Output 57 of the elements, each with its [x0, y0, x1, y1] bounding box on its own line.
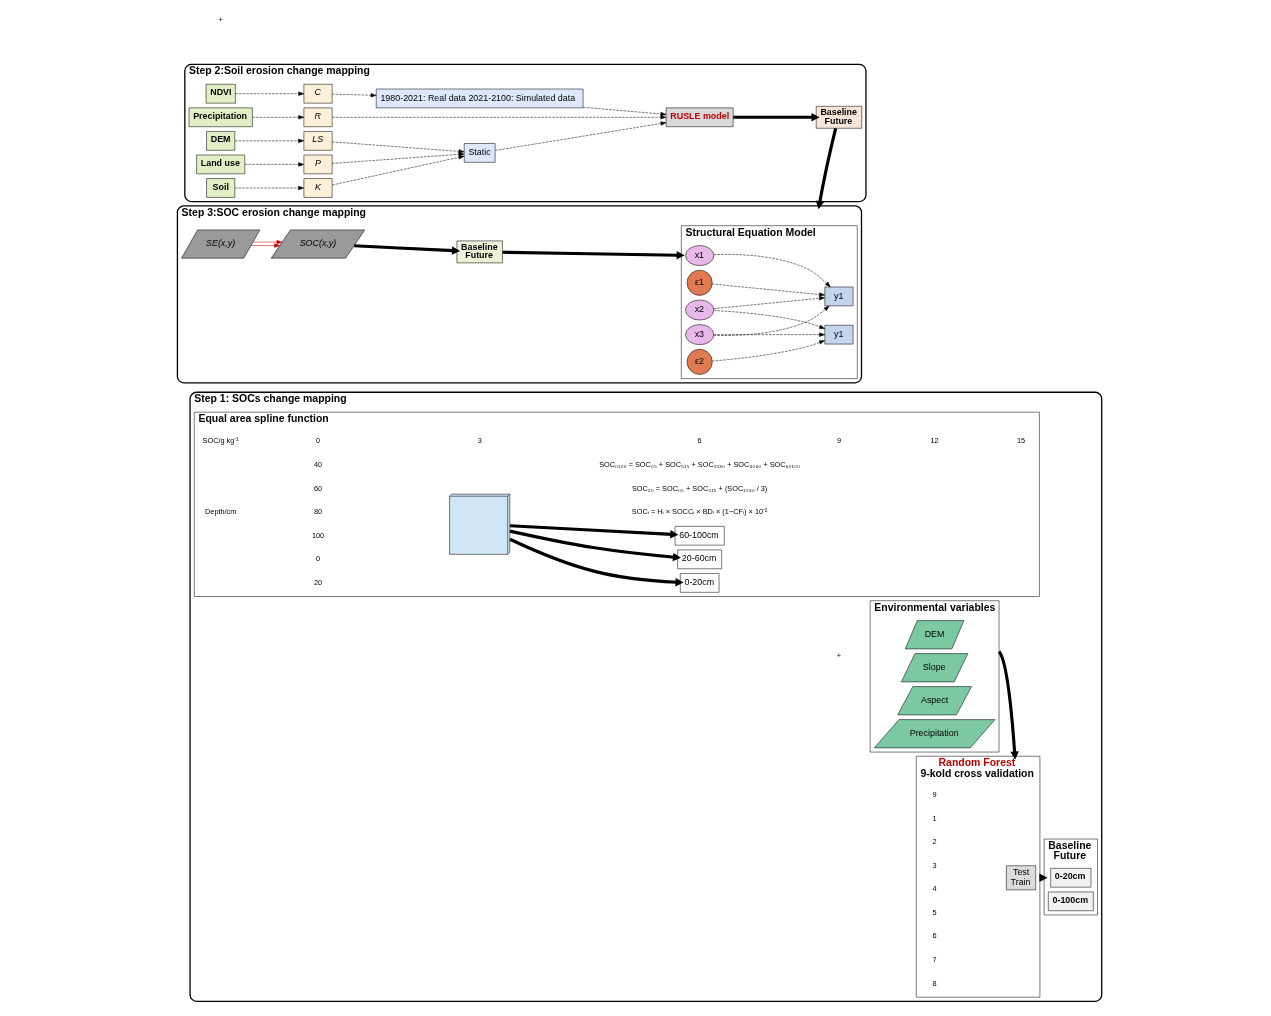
node-box: 0-20cm: [679, 573, 719, 593]
arrow: [234, 138, 304, 143]
arrow: [331, 141, 464, 154]
node-box: C: [303, 84, 332, 104]
arrow: [353, 244, 460, 255]
node-box: NDVI: [205, 84, 236, 104]
node-box: RUSLE model: [665, 107, 733, 127]
node-ellipse: x1: [684, 245, 714, 266]
arrow: [509, 529, 681, 562]
arrow: [508, 537, 684, 587]
node-circle: ε1: [686, 269, 713, 296]
arrow: [234, 185, 304, 191]
arrow: [732, 113, 820, 122]
node-box: y1: [824, 324, 853, 345]
arrow: [713, 305, 829, 336]
node-box: LS: [303, 131, 332, 151]
arrow: [509, 524, 678, 539]
arrow: [712, 296, 825, 309]
arrow: [713, 332, 825, 337]
node-box: R: [303, 107, 332, 127]
arrow: [502, 250, 685, 260]
arrow: [713, 254, 831, 288]
node-box: 0-20cm: [1049, 868, 1091, 888]
arrow: [250, 243, 280, 248]
node-box: Test Train: [1005, 865, 1036, 891]
node-box: DEM: [205, 131, 235, 151]
arrow: [582, 107, 666, 117]
node-box: Baseline Future: [815, 106, 862, 129]
node-box: Land use: [195, 154, 245, 175]
arrow: [252, 240, 282, 245]
arrow: [331, 155, 464, 186]
arrow: [711, 340, 825, 362]
node-ellipse: x3: [684, 324, 714, 345]
arrow: [711, 283, 825, 297]
node-box: Precipitation: [188, 107, 253, 127]
arrow: [234, 91, 304, 96]
node-box: P: [303, 154, 332, 175]
arrow: [997, 650, 1019, 760]
arrow: [331, 152, 464, 164]
arrow: [815, 127, 837, 210]
arrow: [494, 121, 666, 151]
node-box: 60-100cm: [674, 526, 725, 546]
arrow: [713, 310, 825, 329]
node-box: 1980-2021: Real data 2021-2100: Simulated data: [375, 88, 583, 109]
node-box: Baseline Future: [456, 240, 503, 264]
node-box: Static: [463, 143, 495, 163]
node-circle: ε2: [686, 349, 713, 375]
arrow: [251, 115, 304, 120]
arrow: [244, 162, 304, 167]
node-box: Soil: [205, 178, 235, 198]
arrow: [331, 93, 376, 98]
node-box: 0-100cm: [1047, 891, 1094, 911]
node-box: K: [303, 178, 332, 198]
node-box: 20-60cm: [676, 549, 722, 569]
arrow: [331, 115, 666, 120]
node-box: y1: [824, 286, 853, 307]
node-ellipse: x2: [684, 299, 714, 321]
